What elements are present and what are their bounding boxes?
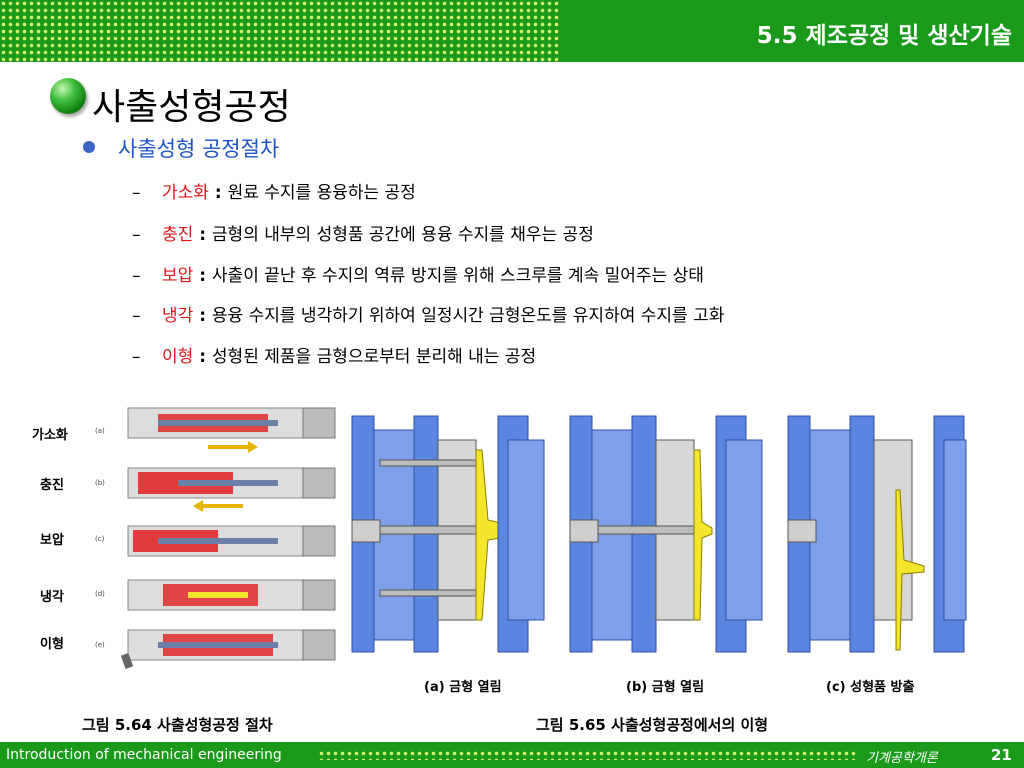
stage-label: 가소화 bbox=[32, 428, 68, 443]
footer-subject: 기계공학개론 bbox=[866, 751, 938, 766]
step-desc: 원료 수지를 용융하는 공정 bbox=[227, 183, 416, 203]
stage-a-machine bbox=[127, 407, 336, 453]
step-item: –충진 : 금형의 내부의 성형품 공간에 용융 수지를 채우는 공정 bbox=[132, 225, 594, 245]
header-bar: 5.5 제조공정 및 생산기술 bbox=[0, 0, 1024, 62]
stage-letter: (b) bbox=[95, 479, 105, 487]
stage-label: 보압 bbox=[40, 533, 64, 548]
mold-caption-b: (b) 금형 열림 bbox=[626, 680, 705, 695]
stage-b-machine bbox=[127, 467, 336, 512]
stage-label: 충진 bbox=[40, 478, 64, 493]
step-term: 이형 bbox=[162, 347, 194, 367]
stage-label: 이형 bbox=[40, 637, 64, 652]
stage-d-machine bbox=[127, 579, 336, 611]
footer-bar: Introduction of mechanical engineering 기… bbox=[0, 742, 1024, 768]
step-item: –이형 : 성형된 제품을 금형으로부터 분리해 내는 공정 bbox=[132, 347, 537, 367]
bullet-dot-icon bbox=[83, 141, 95, 153]
footer-course-name: Introduction of mechanical engineering bbox=[6, 747, 282, 763]
page-title: 사출성형공정 bbox=[92, 87, 291, 128]
bullet-heading: 사출성형 공정절차 bbox=[118, 137, 280, 161]
stage-label: 냉각 bbox=[40, 590, 64, 605]
figure-caption-right: 그림 5.65 사출성형공정에서의 이형 bbox=[536, 716, 769, 734]
mold-caption-c: (c) 성형품 방출 bbox=[826, 680, 915, 695]
header-dot-pattern bbox=[0, 0, 560, 62]
stage-letter: (d) bbox=[95, 590, 105, 598]
stage-e-machine bbox=[120, 629, 336, 669]
figure-caption-left: 그림 5.64 사출성형공정 절차 bbox=[82, 716, 273, 734]
mold-panel-c bbox=[787, 415, 967, 653]
step-item: –가소화 : 원료 수지를 용융하는 공정 bbox=[132, 183, 416, 203]
step-term: 가소화 bbox=[162, 183, 209, 203]
stage-letter: (a) bbox=[95, 427, 105, 435]
step-term: 냉각 bbox=[162, 306, 194, 326]
mold-caption-a: (a) 금형 열림 bbox=[424, 680, 502, 695]
step-desc: 용융 수지를 냉각하기 위하여 일정시간 금형온도를 유지하여 수지를 고화 bbox=[211, 306, 725, 326]
stage-letter: (c) bbox=[95, 535, 105, 543]
stage-letter: (e) bbox=[95, 641, 105, 649]
injection-stage-diagram bbox=[120, 407, 336, 669]
mold-panel-b bbox=[569, 415, 763, 653]
step-term: 보압 bbox=[162, 266, 194, 286]
green-ball-icon bbox=[50, 78, 86, 114]
section-title: 5.5 제조공정 및 생산기술 bbox=[756, 23, 1012, 49]
step-item: –보압 : 사출이 끝난 후 수지의 역류 방지를 위해 스크루를 계속 밀어주… bbox=[132, 266, 704, 286]
step-desc: 금형의 내부의 성형품 공간에 용융 수지를 채우는 공정 bbox=[211, 225, 594, 245]
step-desc: 성형된 제품을 금형으로부터 분리해 내는 공정 bbox=[211, 347, 537, 367]
step-term: 충진 bbox=[162, 225, 194, 245]
footer-dot-pattern bbox=[318, 750, 858, 760]
mold-ejection-diagram bbox=[351, 415, 967, 653]
step-desc: 사출이 끝난 후 수지의 역류 방지를 위해 스크루를 계속 밀어주는 상태 bbox=[211, 266, 704, 286]
page-number: 21 bbox=[991, 746, 1012, 764]
stage-c-machine bbox=[127, 525, 336, 557]
step-item: –냉각 : 용융 수지를 냉각하기 위하여 일정시간 금형온도를 유지하여 수지… bbox=[132, 306, 725, 326]
mold-panel-a bbox=[351, 415, 545, 653]
